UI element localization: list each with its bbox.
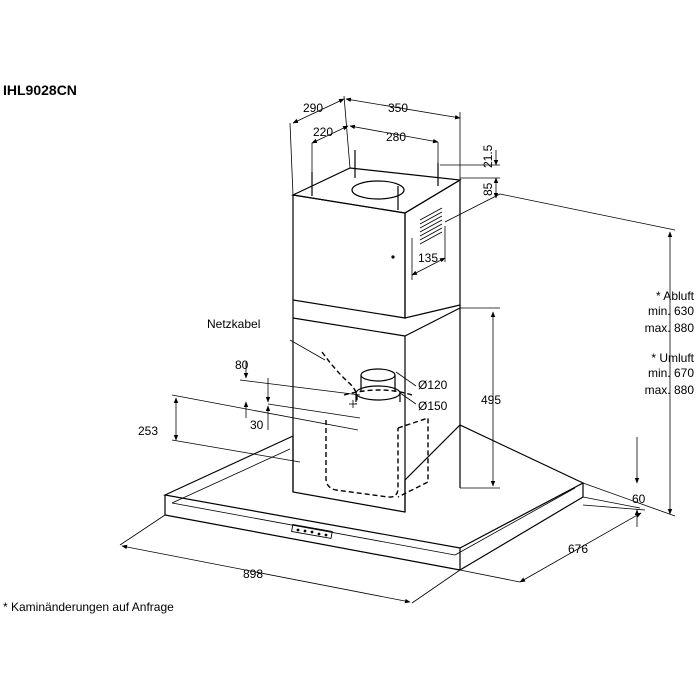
dim-898: 898 bbox=[243, 567, 263, 581]
dim-350: 350 bbox=[388, 101, 408, 115]
model-title: IHL9028CN bbox=[3, 82, 77, 98]
dim-80: 80 bbox=[235, 358, 249, 372]
control-panel-icon bbox=[291, 524, 333, 539]
abluft-min: min. 630 bbox=[648, 304, 694, 318]
hidden-motor bbox=[325, 368, 429, 498]
canopy bbox=[163, 424, 585, 571]
footnote: * Kaminänderungen auf Anfrage bbox=[3, 600, 174, 614]
dim-495: 495 bbox=[481, 393, 501, 407]
dim-30: 30 bbox=[250, 418, 264, 432]
dim-253: 253 bbox=[138, 424, 158, 438]
abluft-max: max. 880 bbox=[645, 321, 695, 335]
abluft-label: * Abluft bbox=[656, 289, 695, 303]
dim-676: 676 bbox=[568, 542, 588, 556]
vent-grille-icon bbox=[419, 207, 443, 245]
dim-85: 85 bbox=[481, 182, 495, 196]
dim-220: 220 bbox=[313, 125, 333, 139]
dim-d150: Ø150 bbox=[418, 399, 448, 413]
dim-21-5: 21.5 bbox=[481, 144, 495, 168]
power-cable bbox=[321, 351, 358, 405]
dim-280: 280 bbox=[386, 130, 406, 144]
dim-135: 135 bbox=[418, 251, 438, 265]
dim-d120: Ø120 bbox=[418, 378, 448, 392]
dim-290: 290 bbox=[303, 101, 323, 115]
umluft-max: max. 880 bbox=[645, 383, 695, 397]
umluft-label: * Umluft bbox=[651, 351, 694, 365]
netzkabel-label: Netzkabel bbox=[207, 317, 260, 331]
umluft-min: min. 670 bbox=[648, 366, 694, 380]
dim-60: 60 bbox=[632, 492, 646, 506]
chimney-height-note: * Abluft min. 630 max. 880 * Umluft min.… bbox=[645, 289, 695, 397]
upper-chimney bbox=[290, 150, 462, 319]
